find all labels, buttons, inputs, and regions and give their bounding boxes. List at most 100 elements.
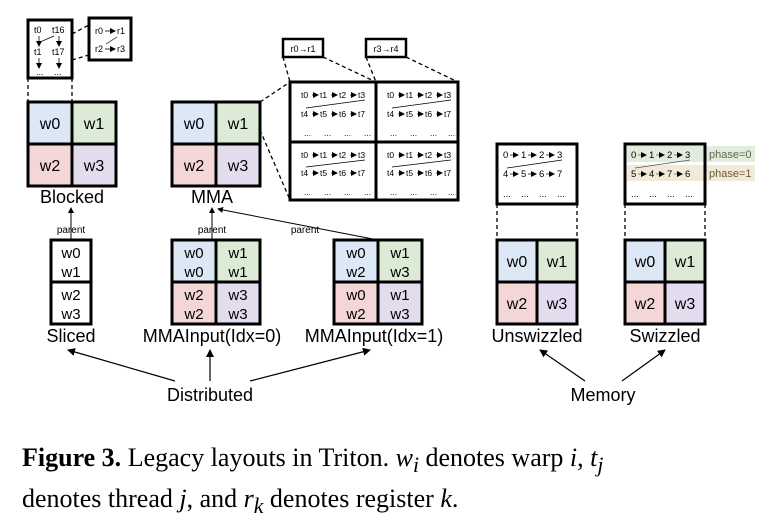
blocked-label: Blocked <box>40 187 104 207</box>
caption-math: k <box>440 484 452 514</box>
thread-label: t6 <box>339 109 346 119</box>
caption-math: r <box>243 484 254 514</box>
cell-label: w0 <box>183 264 203 281</box>
caption-math: j <box>597 453 604 478</box>
cell-label: w0 <box>506 254 528 271</box>
register-tag-right <box>364 37 408 59</box>
cell-label: w2 <box>183 287 203 304</box>
mma-input1-label: MMAInput(Idx=1) <box>305 326 444 346</box>
thread-t0: t0 <box>34 25 42 35</box>
mem-index: 0 <box>631 150 636 161</box>
cell-label: w1 <box>546 254 568 271</box>
phase1-label: phase=1 <box>709 168 752 180</box>
mem-index: 7 <box>557 169 562 180</box>
mem-index: 2 <box>539 150 544 161</box>
dots: ... <box>304 128 311 138</box>
cell-label: w1 <box>389 245 409 262</box>
register-tag-text: r0→r1 <box>290 44 315 54</box>
cell-label: w1 <box>227 264 247 281</box>
parent-label: parent <box>57 225 86 236</box>
dots: ... <box>685 189 693 200</box>
dots: ... <box>304 187 311 197</box>
cell-label: w3 <box>227 287 247 304</box>
thread-t16: t16 <box>52 25 65 35</box>
caption-text: , <box>577 443 591 472</box>
dots: ... <box>631 189 639 200</box>
dots: ... <box>324 187 331 197</box>
cell-w3 <box>216 144 260 186</box>
cell-w1 <box>216 102 260 144</box>
thread-label: t2 <box>425 150 432 160</box>
cell-label: w0 <box>183 245 203 262</box>
thread-label: t3 <box>444 150 451 160</box>
mma-input0-layout: w0 w1 w0 w1 w2 w3 w2 w3 MMAInput(Idx=0) … <box>143 207 282 346</box>
thread-label: t0 <box>301 90 308 100</box>
mem-index: 3 <box>685 150 690 161</box>
distributed-group: Distributed <box>67 347 371 405</box>
thread-label: t5 <box>320 109 327 119</box>
dots: ... <box>410 187 417 197</box>
mma-layout: w0 w1 w2 w3 MMA r0→r1 r3→r4 t0 t1 t2 t3 … <box>170 37 460 207</box>
thread-label: t5 <box>320 168 327 178</box>
dots: ... <box>448 187 455 197</box>
cell-label: w0 <box>183 116 205 133</box>
caption-text: , and <box>186 484 244 514</box>
cell-label: w2 <box>60 287 80 304</box>
cell-label: w0 <box>634 254 656 271</box>
register-tag-left <box>281 37 325 59</box>
cell-label: w1 <box>227 116 249 133</box>
caption-text: denotes warp <box>419 443 570 472</box>
mma-input0-label: MMAInput(Idx=0) <box>143 326 282 346</box>
quadrant-br: t0 t1 t2 t3 t4 t5 t6 t7 ... ... ... ... <box>387 150 455 197</box>
caption-text: denotes register <box>263 484 441 514</box>
parent-label: parent <box>198 225 227 236</box>
cell-label: w0 <box>345 245 365 262</box>
cell-w1 <box>216 240 260 282</box>
cell-label: w0 <box>345 287 365 304</box>
dots: ... <box>667 189 675 200</box>
thread-label: t6 <box>339 168 346 178</box>
cell-label: w1 <box>83 116 105 133</box>
blocked-register-zoom-box <box>87 16 133 62</box>
thread-t17: t17 <box>52 47 65 57</box>
cell-w0 <box>334 240 378 282</box>
blocked-thread-zoom-box <box>26 18 74 80</box>
dots: ... <box>649 189 657 200</box>
dots: ... <box>539 189 547 200</box>
mem-index: 4 <box>503 169 508 180</box>
cell-w2 <box>172 144 216 186</box>
caption-text: Legacy layouts in Triton. <box>121 443 396 472</box>
cell-label: w0 <box>39 116 61 133</box>
swizzled-layout: 0 1 2 3 5 4 7 6 ... ... ... ... phase=0 … <box>623 142 755 346</box>
quadrant-tr: t0 t1 t2 t3 t4 t5 t6 t7 ... ... ... ... <box>387 90 455 138</box>
thread-label: t7 <box>444 109 451 119</box>
cell-w1 <box>378 240 422 282</box>
mem-index: 1 <box>649 150 654 161</box>
dots: ... <box>410 128 417 138</box>
cell-label: w3 <box>389 306 409 323</box>
mem-index: 0 <box>503 150 508 161</box>
dots: ... <box>448 128 455 138</box>
unswizzled-label: Unswizzled <box>491 326 582 346</box>
mem-index: 5 <box>631 169 636 180</box>
dots: ... <box>557 189 565 200</box>
reg-r0: r0 <box>95 26 103 36</box>
thread-label: t3 <box>444 90 451 100</box>
cell-w0 <box>172 240 216 282</box>
cell-w1 <box>665 240 705 282</box>
parent-label: parent <box>291 225 320 236</box>
cell-label: w1 <box>60 264 80 281</box>
thread-label: t5 <box>406 109 413 119</box>
cell-w1 <box>537 240 577 282</box>
caption-text: denotes thread <box>22 484 180 514</box>
sliced-label: Sliced <box>46 326 95 346</box>
cell-w2 <box>28 144 72 186</box>
dots: ... <box>430 187 437 197</box>
thread-label: t2 <box>339 150 346 160</box>
cell-label: w3 <box>389 264 409 281</box>
cell-label: w3 <box>83 158 105 175</box>
quadrant-tl: t0 t1 t2 t3 t4 t5 t6 t7 ... ... ... ... <box>301 90 371 138</box>
figure-caption: Figure 3. Legacy layouts in Triton. wi d… <box>22 441 772 523</box>
reg-r3: r3 <box>117 44 125 54</box>
